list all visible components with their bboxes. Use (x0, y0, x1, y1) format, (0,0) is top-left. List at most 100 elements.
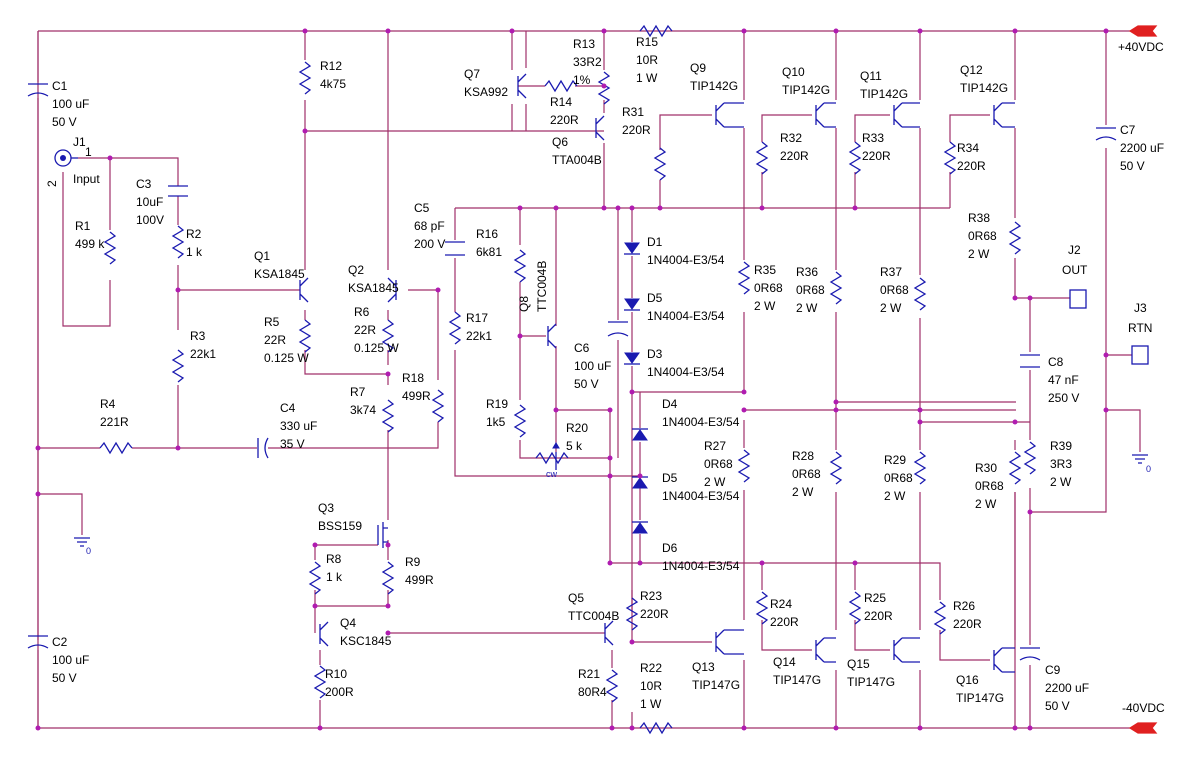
resistor-r29[interactable] (913, 451, 927, 485)
capacitor-c5[interactable] (445, 241, 465, 256)
transistor-q5[interactable] (604, 620, 614, 646)
label-c3-line-0: C3 (136, 177, 152, 191)
capacitor-c4[interactable] (257, 437, 269, 459)
label-r12-line-0: R12 (320, 59, 342, 73)
label-r35-line-1: 0R68 (754, 281, 783, 295)
resistor-r36[interactable] (829, 271, 843, 305)
transistor-q16[interactable] (993, 647, 1015, 673)
mosfet-q3[interactable] (377, 522, 388, 548)
resistor-r17[interactable] (448, 311, 462, 345)
resistor-r9[interactable] (381, 561, 395, 595)
connector-j1[interactable] (54, 149, 78, 167)
resistor-r23[interactable] (625, 597, 639, 631)
diode-d3[interactable] (624, 352, 640, 365)
label-q2-line-0: Q2 (348, 263, 364, 277)
resistor-r12[interactable] (298, 61, 312, 95)
transistor-q1[interactable] (299, 277, 309, 303)
potentiometer-r20[interactable] (535, 442, 569, 470)
resistor-r35[interactable] (737, 261, 751, 295)
resistor-r18[interactable] (431, 389, 445, 423)
transistor-q2[interactable] (387, 277, 397, 303)
resistor-r26[interactable] (933, 601, 947, 635)
resistor-r33[interactable] (848, 141, 862, 175)
capacitor-c9[interactable] (1019, 647, 1041, 661)
resistor-r8[interactable] (308, 561, 322, 595)
transistor-q10[interactable] (815, 102, 836, 128)
label-q15-line-0: Q15 (847, 657, 870, 671)
connector-j2[interactable] (1069, 289, 1087, 309)
resistor-r15[interactable] (639, 24, 673, 38)
resistor-r2[interactable] (171, 225, 185, 259)
resistor-r13[interactable] (597, 71, 611, 105)
transistor-q6[interactable] (595, 115, 605, 141)
resistor-r6[interactable] (381, 319, 395, 353)
label-r24-line-0: R24 (770, 597, 792, 611)
capacitor-c2[interactable] (27, 635, 49, 649)
resistor-r4[interactable] (99, 441, 133, 455)
transistor-q8[interactable] (547, 323, 557, 349)
resistor-r38[interactable] (1008, 221, 1022, 255)
label-r32-line-0: R32 (780, 131, 802, 145)
label-q7-line-0: Q7 (464, 67, 480, 81)
transistor-q12[interactable] (993, 102, 1015, 128)
label-r6-line-2: 0.125 W (354, 341, 399, 355)
resistor-r14[interactable] (544, 79, 578, 93)
transistor-q9[interactable] (715, 102, 744, 128)
resistor-r39[interactable] (1023, 441, 1037, 475)
resistor-r3[interactable] (171, 349, 185, 383)
label-r4-line-1: 221R (100, 415, 129, 429)
transistor-q14[interactable] (815, 637, 836, 663)
label-r17-line-1: 22k1 (466, 329, 492, 343)
resistor-r37[interactable] (913, 277, 927, 311)
transistor-q11[interactable] (893, 102, 920, 128)
transistor-q13[interactable] (715, 629, 744, 655)
ground-g2 (1132, 454, 1148, 464)
resistor-r7[interactable] (381, 399, 395, 433)
resistor-r22[interactable] (639, 721, 673, 735)
connector-j3[interactable] (1131, 345, 1149, 365)
capacitor-c8[interactable] (1020, 354, 1040, 368)
capacitor-c6[interactable] (607, 321, 629, 337)
label-r29-line-1: 0R68 (884, 471, 913, 485)
resistor-r10[interactable] (313, 665, 327, 699)
label-r24-line-1: 220R (770, 615, 799, 629)
rail-flag-neg (1128, 722, 1158, 734)
transistor-q7[interactable] (517, 73, 527, 99)
diode-d5a[interactable] (624, 298, 640, 311)
label-c7-line-2: 50 V (1120, 159, 1145, 173)
resistor-r24[interactable] (755, 591, 769, 625)
resistor-r25[interactable] (848, 591, 862, 625)
label-r5-line-0: R5 (264, 315, 280, 329)
label-r33-line-1: 220R (862, 149, 891, 163)
capacitor-c1[interactable] (27, 83, 49, 97)
label-r28-line-2: 2 W (792, 485, 814, 499)
resistor-r19[interactable] (513, 404, 527, 438)
resistor-r5[interactable] (298, 319, 312, 353)
diode-d1[interactable] (624, 242, 640, 255)
resistor-r27[interactable] (737, 449, 751, 483)
label-q1-line-1: KSA1845 (254, 267, 305, 281)
capacitor-c3[interactable] (168, 185, 188, 197)
resistor-r21[interactable] (605, 669, 619, 703)
resistor-r28[interactable] (829, 451, 843, 485)
transistor-q4[interactable] (319, 621, 329, 647)
transistor-q15[interactable] (893, 637, 920, 663)
resistor-r31[interactable] (653, 147, 667, 181)
resistor-r1[interactable] (103, 231, 117, 265)
diode-d4[interactable] (632, 428, 648, 441)
capacitor-c7[interactable] (1095, 127, 1117, 141)
resistor-r34[interactable] (943, 141, 957, 175)
resistor-r32[interactable] (755, 141, 769, 175)
label-r31-line-0: R31 (622, 105, 644, 119)
resistor-r16[interactable] (513, 249, 527, 283)
label-q13-line-1: TIP147G (692, 678, 740, 692)
diode-d6[interactable] (632, 521, 648, 534)
resistor-r30[interactable] (1008, 451, 1022, 485)
